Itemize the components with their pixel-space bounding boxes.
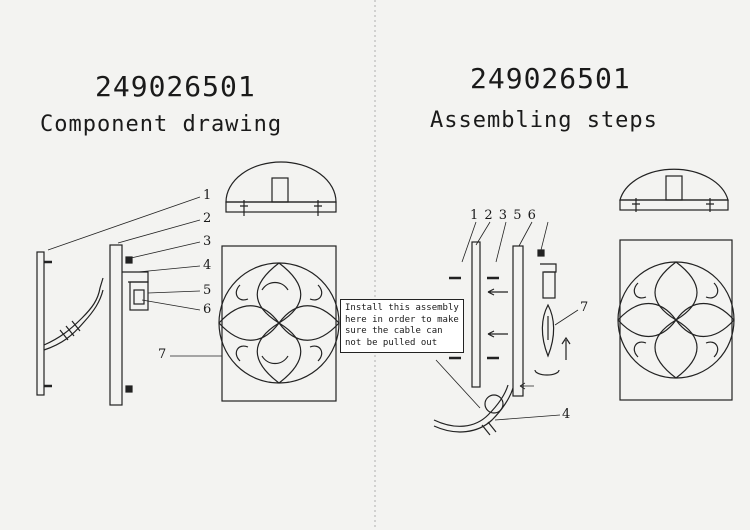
mount-plate-side bbox=[109, 244, 133, 406]
callout-3: 3 bbox=[203, 234, 212, 249]
mount-plate-side-right bbox=[512, 245, 557, 397]
install-note-line-4: not be pulled out bbox=[345, 337, 438, 348]
backplate-side bbox=[36, 251, 52, 396]
callout-4: 4 bbox=[203, 258, 212, 273]
front-panel-left bbox=[218, 245, 340, 402]
lamp-holder bbox=[122, 271, 149, 311]
top-view-left bbox=[225, 161, 337, 216]
front-panel-right bbox=[617, 239, 735, 401]
callout-6: 6 bbox=[203, 302, 212, 317]
callout-7: 7 bbox=[158, 347, 167, 362]
bulb bbox=[534, 303, 571, 376]
leader-lines-left bbox=[47, 196, 222, 357]
install-note: Install this assembly here in order to m… bbox=[340, 299, 464, 353]
right-model-number: 249026501 bbox=[470, 62, 631, 95]
install-note-line-2: here in order to make bbox=[345, 314, 459, 325]
right-title: Assembling steps bbox=[430, 108, 658, 133]
callout-2: 2 bbox=[203, 211, 212, 226]
left-title: Component drawing bbox=[40, 112, 283, 137]
callout-4-right: 4 bbox=[562, 407, 571, 422]
top-view-right bbox=[619, 168, 729, 212]
callout-1: 1 bbox=[203, 188, 212, 203]
left-model-number: 249026501 bbox=[95, 70, 256, 103]
install-note-line-1: Install this assembly bbox=[345, 303, 459, 313]
cable-right bbox=[433, 359, 514, 436]
power-cable bbox=[43, 277, 104, 351]
leader-lines-right bbox=[461, 221, 579, 421]
callout-7-right: 7 bbox=[580, 300, 589, 315]
callout-group-top: 1 2 3 5 6 bbox=[470, 208, 537, 223]
backplate-side-right bbox=[449, 241, 508, 388]
install-note-line-3: sure the cable can bbox=[345, 326, 443, 336]
callout-5: 5 bbox=[203, 283, 212, 298]
